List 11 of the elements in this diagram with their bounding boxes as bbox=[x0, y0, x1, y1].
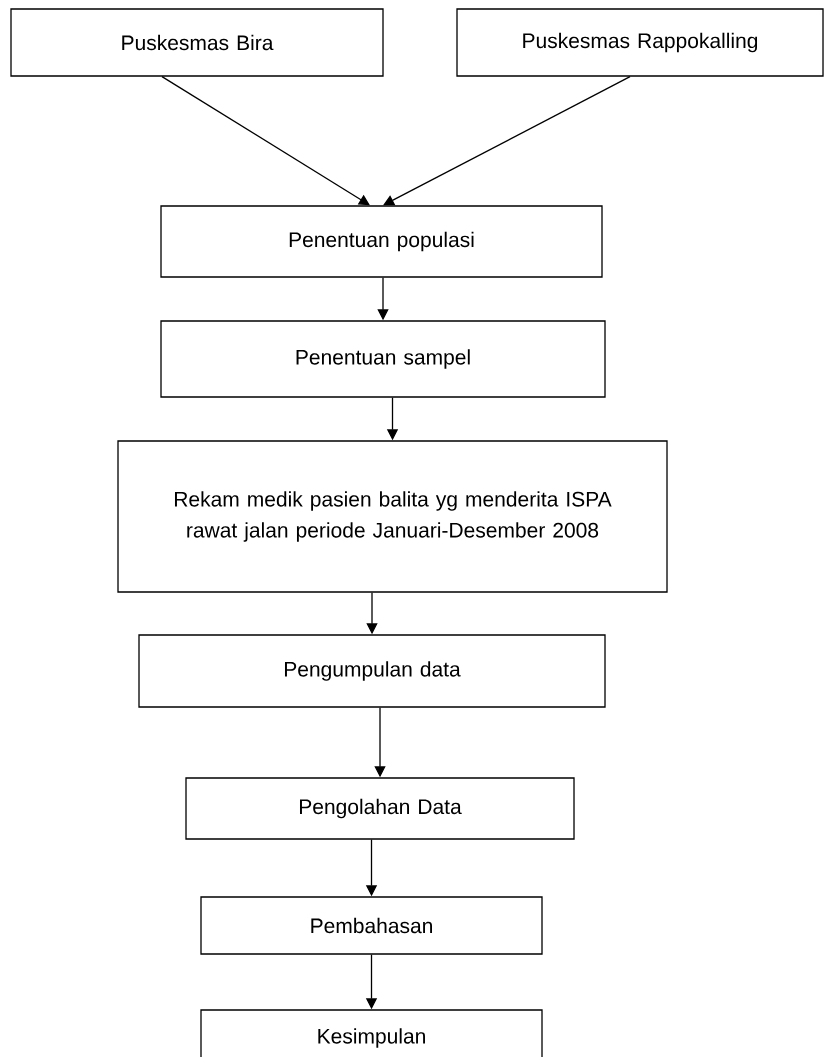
process-box: Penentuan populasi bbox=[160, 205, 603, 278]
process-box: Pengolahan Data bbox=[185, 777, 575, 840]
process-box: Pengumpulan data bbox=[138, 634, 606, 708]
process-box: Kesimpulan bbox=[200, 1009, 543, 1057]
process-box: Pembahasan bbox=[200, 896, 543, 955]
process-box: Puskesmas Bira bbox=[10, 8, 384, 77]
process-box: Puskesmas Rappokalling bbox=[456, 8, 824, 77]
process-box: Rekam medik pasien balita yg menderita ISPA rawat jalan periode Januari-Desember 2008 bbox=[117, 440, 668, 593]
arrow bbox=[161, 76, 370, 206]
process-box: Penentuan sampel bbox=[160, 320, 606, 398]
arrow bbox=[383, 76, 631, 206]
